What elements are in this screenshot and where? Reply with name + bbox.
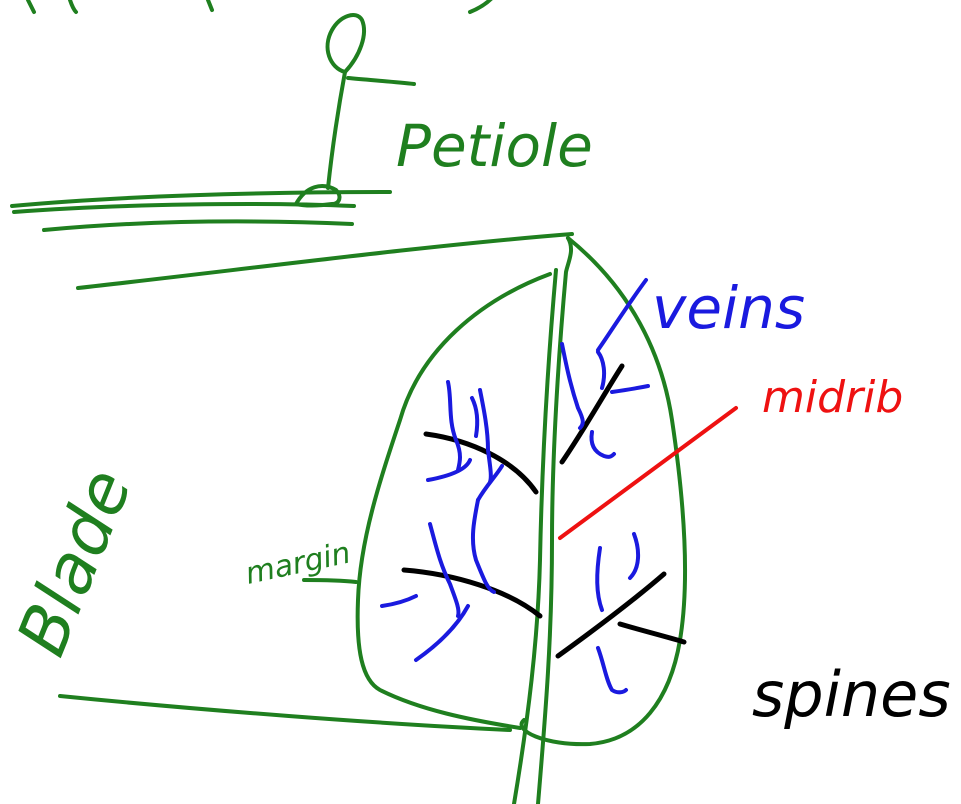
small-leaf-with-petiole xyxy=(12,15,390,230)
blade-bracket xyxy=(60,234,572,730)
label-petiole: Petiole xyxy=(396,112,593,180)
label-blade: Blade xyxy=(3,459,148,667)
veins xyxy=(382,280,648,692)
leaf-blade-outline xyxy=(358,238,685,744)
top-cutoff-strokes xyxy=(28,0,492,12)
margin-arrow xyxy=(304,580,356,582)
label-spines: spines xyxy=(752,658,951,731)
label-midrib: midrib xyxy=(762,372,903,423)
label-veins: veins xyxy=(652,274,805,342)
petiole-arrow xyxy=(348,78,414,84)
label-margin: margin xyxy=(242,535,353,591)
